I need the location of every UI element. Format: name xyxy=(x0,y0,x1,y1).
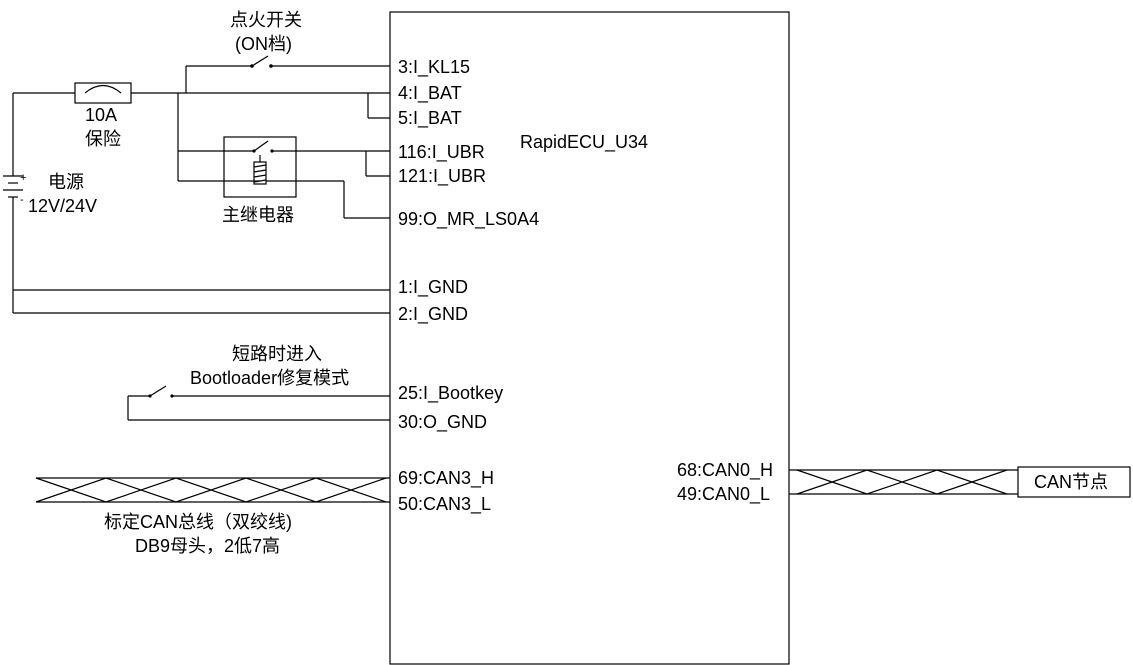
relay-coil-winding xyxy=(253,164,267,183)
pin-bat-5: 5:I_BAT xyxy=(398,108,462,129)
pin-bootkey: 25:I_Bootkey xyxy=(398,383,503,404)
relay-box xyxy=(223,136,297,198)
boot-contact-a xyxy=(148,394,152,398)
ignition-switch-contact-a xyxy=(250,64,254,68)
can-cal-label-line2: DB9母头，2低7高 xyxy=(135,536,280,556)
pin-gnd-2: 2:I_GND xyxy=(398,304,468,325)
pin-can3-l: 50:CAN3_L xyxy=(398,494,491,515)
fuse-label-rating: 10A xyxy=(85,105,117,125)
fuse-element xyxy=(84,84,122,94)
fuse-symbol xyxy=(74,82,132,104)
fuse-label-name: 保险 xyxy=(85,129,121,149)
ignition-switch-blade xyxy=(251,55,269,67)
pin-can0-h: 68:CAN0_H xyxy=(677,460,773,481)
can-node-label: CAN节点 xyxy=(1034,472,1108,492)
boot-contact-b xyxy=(170,394,174,398)
relay-switch-blade xyxy=(253,140,269,152)
can0-twist-b xyxy=(796,469,1008,495)
pin-can3-h: 69:CAN3_H xyxy=(398,468,494,489)
relay-contact-a xyxy=(252,149,256,153)
can-node-box xyxy=(1017,466,1131,498)
pin-mr: 99:O_MR_LS0A4 xyxy=(398,209,539,230)
ignition-label-name: 点火开关 xyxy=(230,10,302,30)
ecu-name: RapidECU_U34 xyxy=(520,132,648,153)
battery-plus-sign: + xyxy=(20,172,26,184)
pin-can0-l: 49:CAN0_L xyxy=(677,484,770,505)
relay-label: 主继电器 xyxy=(222,205,294,225)
ecu-box xyxy=(389,11,790,665)
can3-twist-b xyxy=(35,477,387,503)
power-label-name: 电源 xyxy=(48,172,84,192)
pin-o-gnd: 30:O_GND xyxy=(398,412,487,433)
pin-ubr-116: 116:I_UBR xyxy=(398,142,485,163)
power-label-voltage: 12V/24V xyxy=(28,196,97,216)
pin-kl15: 3:I_KL15 xyxy=(398,57,470,78)
ignition-label-position: (ON档) xyxy=(235,34,292,54)
boot-switch-blade xyxy=(149,385,167,397)
boot-label-line1: 短路时进入 xyxy=(232,344,322,364)
battery-minus-sign: - xyxy=(20,194,24,206)
pin-bat-4: 4:I_BAT xyxy=(398,83,462,104)
pin-ubr-121: 121:I_UBR xyxy=(398,166,486,187)
pin-gnd-1: 1:I_GND xyxy=(398,277,468,298)
boot-label-line2: Bootloader修复模式 xyxy=(190,368,349,388)
can-cal-label-line1: 标定CAN总线（双绞线) xyxy=(104,512,292,532)
